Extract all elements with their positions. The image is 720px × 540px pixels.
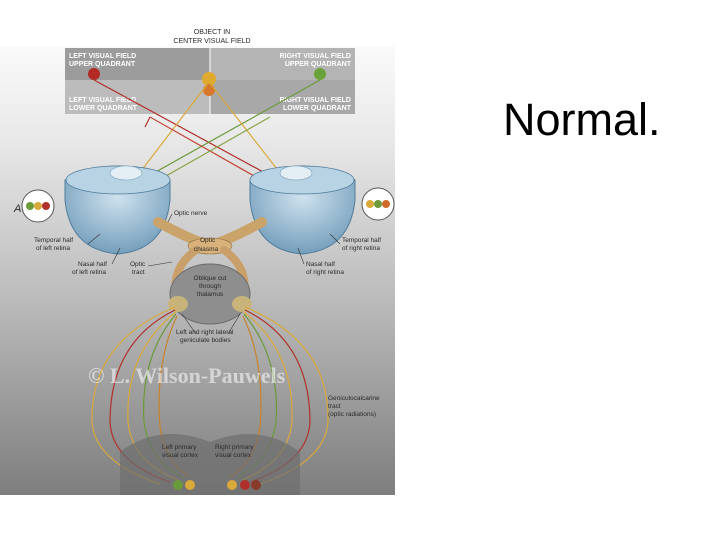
leader-lines	[87, 213, 341, 335]
quadrant-label: LOWER QUADRANT	[69, 105, 138, 112]
panel-letter: A	[13, 203, 21, 215]
thalamus	[169, 263, 251, 325]
optic-tract-label: tract	[132, 269, 145, 276]
thalamus-label: through	[199, 283, 221, 290]
apple-green-icon	[314, 68, 326, 80]
temporal-left-label: Temporal half	[34, 237, 73, 244]
nasal-left-label: Nasal half	[78, 261, 107, 268]
right-cortex-label: Right primary	[215, 444, 254, 451]
top-band	[0, 22, 395, 46]
optic-nerve-label: Optic nerve	[174, 210, 208, 217]
geniculocalcarine-label: tract	[328, 403, 341, 410]
apple-red-icon	[88, 68, 100, 80]
nasal-left-label: of left retina	[72, 269, 106, 276]
quadrant-label: UPPER QUADRANT	[285, 61, 352, 68]
copyright-watermark: © L. Wilson-Pauwels	[88, 363, 286, 388]
nasal-right-label: of right retina	[306, 269, 344, 276]
object-label: OBJECT IN	[194, 29, 230, 36]
occipital-cortex	[120, 434, 300, 495]
geniculocalcarine-label: Geniculocalcarine	[328, 395, 380, 402]
quadrant-label: LOWER QUADRANT	[283, 105, 352, 112]
slide-title: Normal.	[503, 94, 661, 145]
temporal-left-label: of left retina	[36, 245, 70, 252]
lateral-geniculate-right	[232, 296, 252, 312]
quadrant-right-lower	[210, 80, 355, 114]
right-cortex-label: visual cortex	[215, 452, 252, 459]
left-field-icon	[21, 189, 55, 223]
thalamus-label: Oblique cut	[194, 275, 227, 282]
geniculocalcarine-label: (optic radiations)	[328, 411, 376, 418]
quadrant-label: RIGHT VISUAL FIELD	[280, 97, 351, 104]
left-cortex-label: visual cortex	[162, 452, 199, 459]
visual-pathway-diagram: OBJECT IN CENTER VISUAL FIELD LEFT VISUA…	[0, 22, 395, 495]
object-label-2: CENTER VISUAL FIELD	[173, 38, 250, 45]
quadrant-label: UPPER QUADRANT	[69, 61, 136, 68]
temporal-right-label: of right retina	[342, 245, 380, 252]
thalamus-label: thalamus	[197, 291, 224, 298]
optic-chiasma-label: Optic	[200, 237, 216, 244]
right-field-icon	[361, 187, 395, 221]
quadrant-right-upper	[210, 48, 355, 80]
lgn-label: Left and right lateral	[176, 329, 234, 336]
lgn-label: geniculate bodies	[180, 337, 231, 344]
quadrant-label: RIGHT VISUAL FIELD	[280, 53, 351, 60]
quadrant-label: LEFT VISUAL FIELD	[69, 53, 136, 60]
apple-orange-icon	[203, 84, 215, 96]
nasal-right-label: Nasal half	[306, 261, 335, 268]
cortex-projection	[173, 480, 261, 490]
lateral-geniculate-left	[168, 296, 188, 312]
left-cortex-label: Left primary	[162, 444, 197, 451]
right-eye	[249, 165, 356, 255]
optic-chiasma-label: chiasma	[194, 246, 219, 253]
left-eye	[64, 165, 171, 255]
apple-yellow-icon	[202, 72, 216, 86]
quadrant-label: LEFT VISUAL FIELD	[69, 97, 136, 104]
temporal-right-label: Temporal half	[342, 237, 381, 244]
quadrant-left-lower	[65, 80, 210, 114]
optic-tract-label: Optic	[130, 261, 146, 268]
